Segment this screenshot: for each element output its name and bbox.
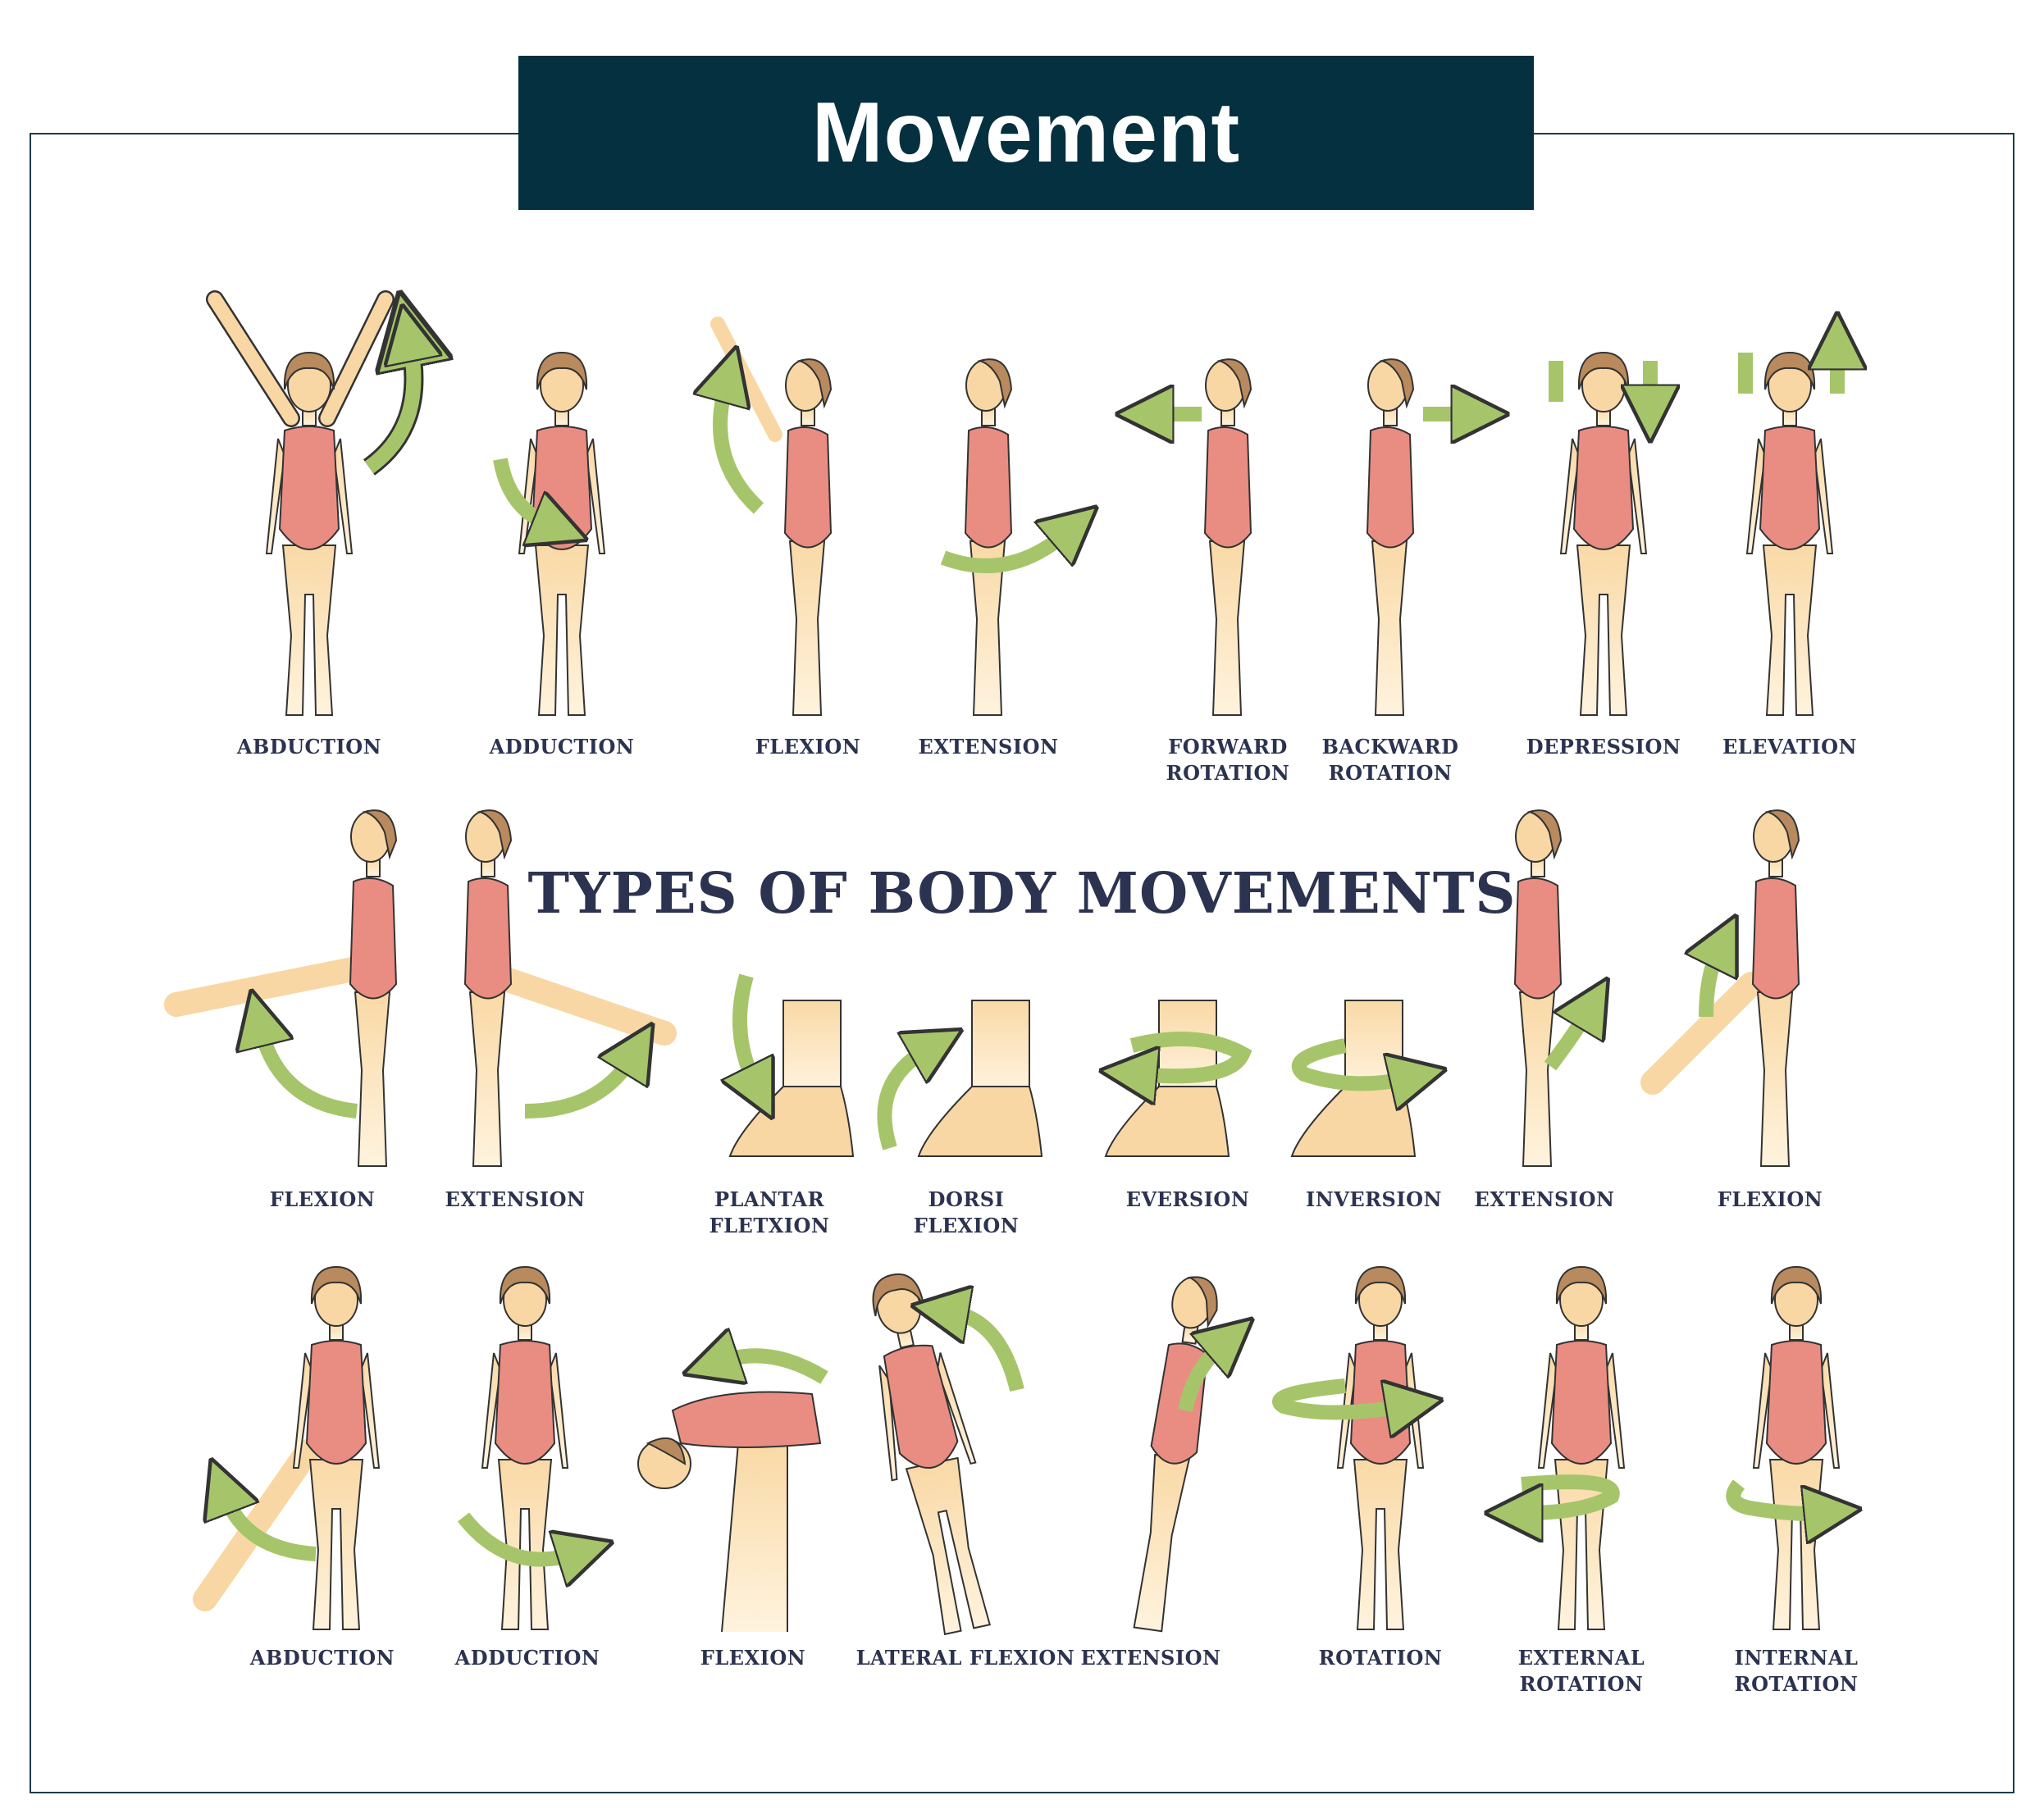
figure-backward-rotation bbox=[1366, 358, 1468, 716]
figure-forward-rotation bbox=[1157, 358, 1252, 716]
figure-hip-flexion bbox=[164, 809, 397, 1167]
movement-label: ROTATION bbox=[1318, 1646, 1443, 1670]
movement-label: EXTERNAL ROTATION bbox=[1517, 1646, 1645, 1696]
figure-dorsi-flexion bbox=[877, 1000, 1043, 1157]
figure-inversion bbox=[1291, 1000, 1415, 1157]
figure-adduction bbox=[493, 352, 605, 716]
figure-eversion bbox=[1106, 1000, 1252, 1157]
figure-depression bbox=[1549, 353, 1650, 716]
movement-label: FLEXION bbox=[755, 735, 861, 759]
figure-leg-adduction bbox=[457, 1266, 574, 1630]
movement-label: ABDUCTION bbox=[236, 735, 382, 759]
figure-flexion bbox=[718, 317, 832, 716]
movement-label: EXTENSION bbox=[918, 735, 1059, 759]
movement-label: EXTENSION bbox=[445, 1187, 586, 1211]
movement-label: EVERSION bbox=[1125, 1187, 1250, 1211]
figure-plantar-flexion bbox=[730, 973, 854, 1157]
movement-label: FLEXION bbox=[269, 1187, 376, 1211]
movement-label: EXTENSION bbox=[1080, 1646, 1221, 1670]
figure-knee-extension bbox=[1514, 809, 1587, 1167]
figure-knee-flexion bbox=[1640, 809, 1800, 1167]
movement-label: DEPRESSION bbox=[1526, 735, 1681, 759]
title-banner: Movement bbox=[518, 56, 1534, 210]
movement-label: FORWARD ROTATION bbox=[1166, 735, 1290, 785]
figure-abduction bbox=[206, 299, 413, 716]
page-title: Movement bbox=[811, 84, 1241, 180]
movement-label: DORSI FLEXION bbox=[913, 1187, 1020, 1237]
movement-label: BACKWARD ROTATION bbox=[1321, 735, 1459, 785]
movement-label: EXTENSION bbox=[1474, 1187, 1615, 1211]
movement-label: ADDUCTION bbox=[454, 1646, 600, 1670]
diagram-subtitle: TYPES OF BODY MOVEMENTS bbox=[527, 861, 1517, 927]
movement-label: PLANTAR FLETXION bbox=[709, 1187, 830, 1237]
figure-trunk-rotation bbox=[1272, 1266, 1423, 1630]
figure-trunk-flexion bbox=[637, 1356, 828, 1633]
movement-label: FLEXION bbox=[700, 1646, 806, 1670]
movement-label: INVERSION bbox=[1306, 1187, 1442, 1211]
figure-trunk-extension bbox=[1125, 1273, 1222, 1633]
figure-hip-extension bbox=[464, 809, 677, 1167]
figure-internal-rotation bbox=[1726, 1266, 1839, 1630]
movement-label: INTERNAL ROTATION bbox=[1734, 1646, 1859, 1696]
figure-extension bbox=[940, 358, 1066, 716]
figure-elevation bbox=[1738, 353, 1837, 716]
movement-label: FLEXION bbox=[1717, 1187, 1823, 1211]
movement-label: LATERAL FLEXION bbox=[855, 1646, 1075, 1670]
movement-label: ADDUCTION bbox=[489, 735, 635, 759]
movement-label: ELEVATION bbox=[1722, 735, 1857, 759]
figure-leg-abduction bbox=[193, 1266, 380, 1630]
figure-external-rotation bbox=[1522, 1266, 1625, 1630]
figure-lateral-flexion bbox=[849, 1264, 1024, 1639]
movement-label: ABDUCTION bbox=[249, 1646, 395, 1670]
